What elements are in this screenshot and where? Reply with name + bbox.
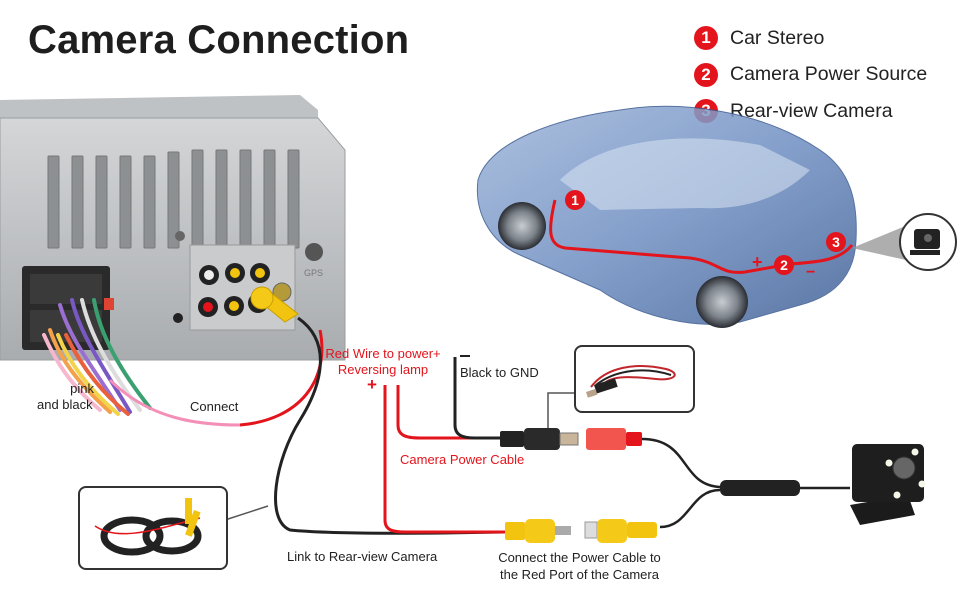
car-windows (560, 138, 810, 210)
rear-view-camera (720, 444, 926, 525)
red-wire-to-stereo (239, 329, 324, 427)
car-plus-sign: + (752, 252, 763, 272)
camera-power-lead (641, 437, 721, 489)
plus-sign: + (367, 375, 377, 394)
red-wire-label-line1: Red Wire to power+ (325, 346, 441, 361)
legend-item-power-source: 2 Camera Power Source (694, 57, 927, 94)
pink-label: pink (70, 381, 94, 396)
camera-callout-beam (852, 222, 915, 262)
black-gnd-wire (453, 357, 505, 440)
car-minus-sign: − (806, 264, 816, 281)
rca-cable-inset (78, 486, 228, 570)
car-wiring-route (549, 199, 854, 274)
link-to-camera-label: Link to Rear-view Camera (287, 549, 438, 564)
gps-label: GPS (304, 268, 324, 278)
camera-mount (850, 495, 915, 525)
connect-label: Connect (190, 399, 239, 414)
page-title: Camera Connection (28, 18, 410, 62)
front-wheel (498, 202, 546, 250)
fuse (104, 298, 114, 310)
rca-jack-female (584, 519, 657, 543)
number-badge-1: 1 (694, 26, 718, 51)
power-cable-inset (574, 345, 695, 413)
rca-cable-coil-image (94, 498, 202, 556)
connect-power-label-line2: the Red Port of the Camera (500, 567, 659, 582)
pink-black-wire (108, 378, 241, 427)
car-marker-3: 3 (826, 232, 846, 252)
legend-label: Rear-view Camera (730, 99, 893, 122)
red-power-wire (383, 385, 505, 534)
connect-power-label-line1: Connect the Power Cable to (498, 550, 661, 565)
gps-antenna-port (305, 243, 323, 261)
camera-video-lead (659, 488, 721, 529)
black-to-gnd-label: Black to GND (460, 365, 539, 380)
stereo-screw (175, 231, 185, 241)
cable-splitter (720, 480, 800, 496)
dc-power-plug-male (500, 428, 579, 450)
car-illustration (476, 105, 957, 328)
stereo-vent-fins (47, 149, 300, 249)
car-marker-1: 1 (565, 190, 585, 210)
car-stereo-unit (0, 95, 346, 416)
car-marker-2: 2 (774, 255, 794, 275)
stereo-rca-plug (250, 286, 299, 323)
rca-plug-male (505, 519, 571, 543)
camera-power-cable-wire (396, 385, 512, 440)
red-wire-label-line2: Reversing lamp (337, 362, 429, 377)
legend-label: Camera Power Source (730, 63, 928, 86)
camera-lens (892, 456, 916, 480)
mic-port (173, 313, 183, 323)
harness-wires (42, 298, 152, 416)
legend-label: Car Stereo (730, 26, 825, 49)
camera-power-cable-label: Camera Power Cable (400, 452, 525, 467)
dc-power-jack-female (586, 428, 642, 450)
power-cable-coil-image (586, 365, 676, 398)
rear-wheel (696, 276, 748, 328)
number-badge-2: 2 (694, 62, 718, 87)
legend-item-car-stereo: 1 Car Stereo (694, 20, 927, 57)
and-black-label: and black (37, 397, 93, 412)
inset-leader-line (224, 505, 269, 521)
inset-leader-line (547, 392, 575, 428)
